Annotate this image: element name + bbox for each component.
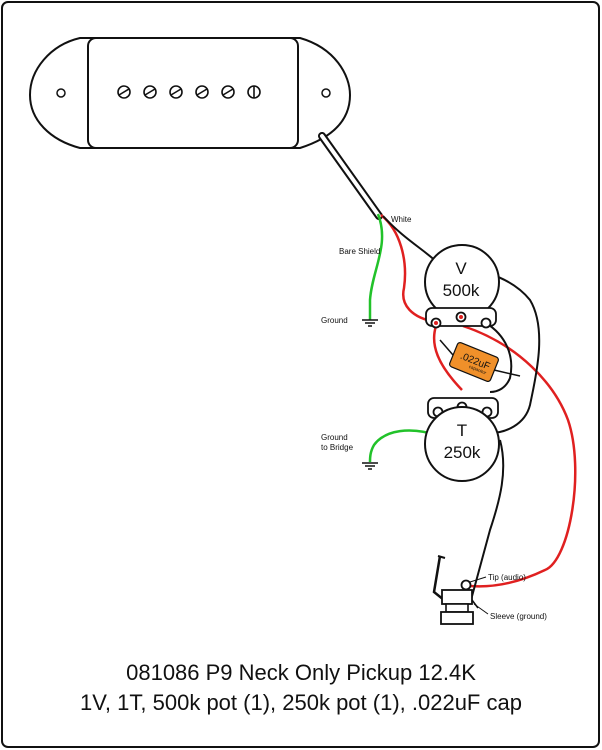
tone-pot-body: [424, 406, 500, 482]
caption-title: 081086 P9 Neck Only Pickup 12.4K: [126, 660, 476, 685]
label-ground-to-bridge-line2: to Bridge: [321, 443, 354, 452]
pot-volume-letter: V: [455, 259, 467, 278]
jack-tip-spring: [432, 555, 445, 601]
output-jack: [432, 555, 479, 625]
label-tip: Tip (audio): [488, 573, 526, 582]
jack-nut: [440, 611, 474, 625]
pot-tone-value: 250k: [444, 443, 481, 462]
pole-pieces: [117, 85, 261, 99]
label-ground: Ground: [321, 316, 348, 325]
pickup-lead-cable: [318, 132, 383, 220]
ground-symbol-bridge: [362, 462, 378, 470]
label-bare-shield: Bare Shield: [339, 247, 380, 256]
tip-pointer-line: [469, 576, 487, 583]
tone-pot: [424, 397, 500, 482]
caption-parts: 1V, 1T, 500k pot (1), 250k pot (1), .022…: [80, 690, 522, 715]
pot-tone-letter: T: [457, 421, 467, 440]
label-sleeve: Sleeve (ground): [490, 612, 547, 621]
capacitor-lead-left: [439, 339, 454, 356]
capacitor-subtext: capacitor: [468, 364, 487, 376]
mounting-screw-left: [56, 88, 66, 98]
label-white: White: [391, 215, 412, 224]
tone-to-sleeve-wire: [470, 439, 505, 601]
sleeve-pointer-line: [473, 603, 489, 615]
jack-tip-lug: [460, 579, 472, 591]
tone-ground-wire: [485, 322, 513, 393]
pickup-cover: [87, 37, 299, 149]
volume-lug-3: [480, 317, 492, 329]
label-ground-to-bridge-line1: Ground: [321, 433, 348, 442]
capacitor-lead-right: [493, 369, 521, 377]
mounting-screw-right: [321, 88, 331, 98]
bare-shield-wire: [368, 213, 384, 320]
ground-symbol-shield: [362, 319, 378, 327]
pot-volume-value: 500k: [443, 281, 480, 300]
volume-output-to-tip-wire: [462, 324, 577, 588]
volume-pot: [424, 244, 500, 329]
jack-sleeve: [445, 603, 469, 613]
jack-body: [441, 589, 473, 605]
p90-pickup: [28, 37, 352, 149]
hot-wire-to-volume: [380, 214, 437, 324]
volume-to-tone-wire: [432, 325, 463, 391]
ground-to-bridge-wire: [368, 429, 441, 463]
